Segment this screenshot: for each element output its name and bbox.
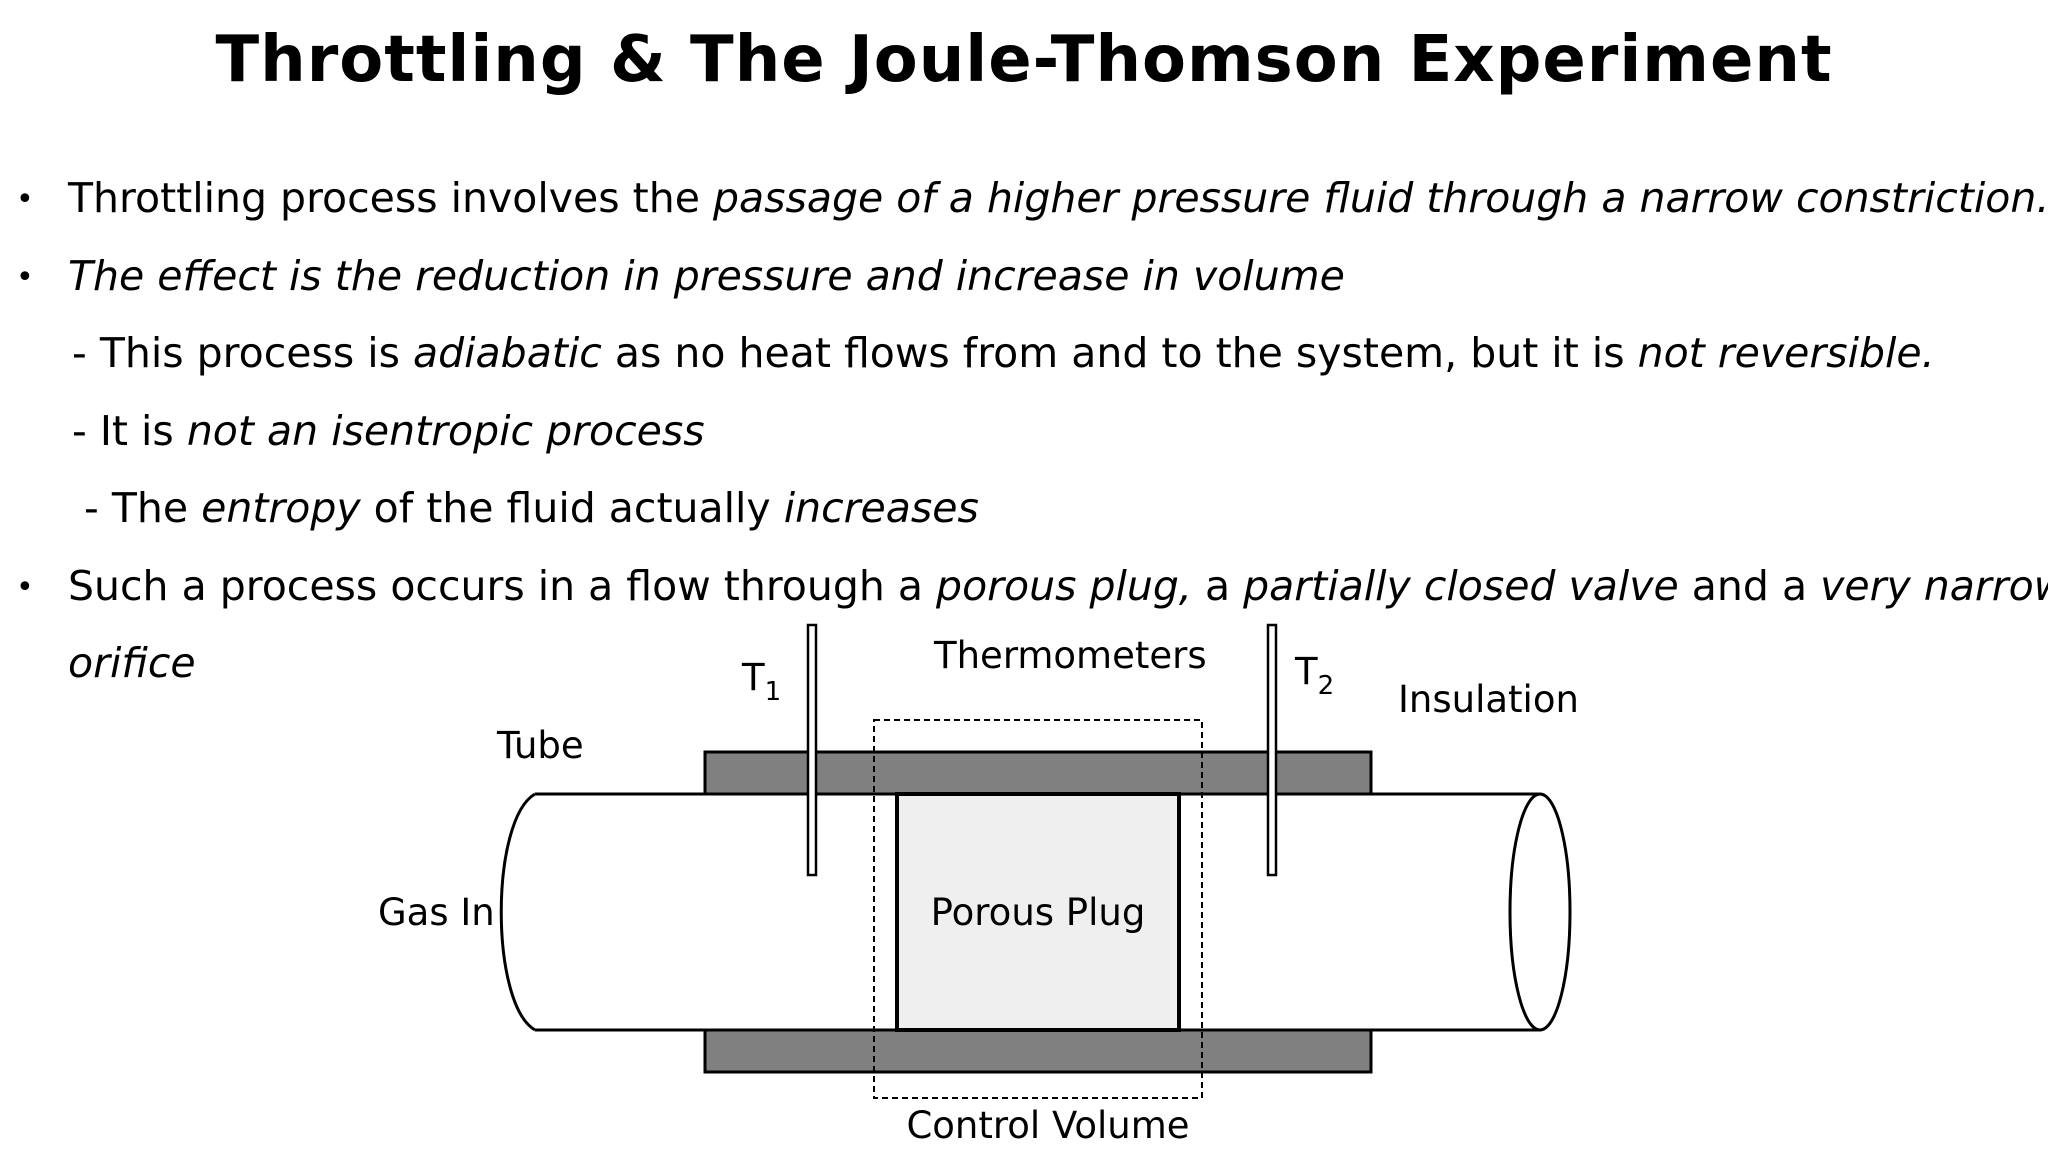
bullet-marker: •: [16, 570, 34, 605]
label-t2-main: T: [1294, 650, 1318, 693]
text-segment: and a: [1678, 562, 1821, 610]
text-segment-italic: increases: [783, 484, 979, 532]
tube-right-opening: [1508, 792, 1572, 1032]
label-tube: Tube: [496, 724, 584, 767]
label-t2: T2: [1294, 650, 1334, 701]
bullet-occurs: Such a process occurs in a flow through …: [68, 560, 2048, 612]
bullet-marker: •: [16, 182, 34, 217]
text-segment-italic: very narrow: [1820, 562, 2048, 610]
text-segment: of the fluid actually: [360, 484, 784, 532]
tube-left-end: [499, 792, 536, 1032]
insulation-bottom: [703, 1028, 1373, 1074]
thermometer-t2: [1266, 623, 1278, 877]
text-segment: Throttling process involves the: [68, 174, 713, 222]
porous-plug: [895, 792, 1181, 1032]
label-control-volume: Control Volume: [906, 1104, 1189, 1147]
sub-adiabatic: - This process is adiabatic as no heat f…: [72, 327, 1935, 379]
text-segment: - This process is: [72, 329, 414, 377]
label-t2-subscript: 2: [1318, 671, 1335, 701]
sub-isentropic: - It is not an isentropic process: [72, 405, 705, 457]
text-segment-italic: orifice: [68, 639, 196, 687]
text-segment-italic: passage of a higher pressure fluid throu…: [712, 174, 2048, 222]
bullet-occurs-continued: orifice: [68, 637, 196, 689]
text-segment: Such a process occurs in a flow through …: [68, 562, 937, 610]
thermometer-t1: [806, 623, 818, 877]
bullet-effect: The effect is the reduction in pressure …: [68, 250, 1345, 302]
text-segment-italic: partially closed valve: [1243, 562, 1679, 610]
text-segment-italic: not reversible.: [1637, 329, 1935, 377]
text-segment-italic: porous plug,: [936, 562, 1192, 610]
label-insulation: Insulation: [1398, 678, 1579, 721]
label-gas-in: Gas In: [378, 891, 495, 934]
label-thermometers: Thermometers: [933, 634, 1207, 677]
text-segment-italic: The effect is the reduction in pressure …: [68, 252, 1345, 300]
label-porous-plug: Porous Plug: [931, 891, 1146, 934]
bullet-marker: •: [16, 260, 34, 295]
text-segment: as no heat flows from and to the system,…: [601, 329, 1638, 377]
text-segment: - It is: [72, 407, 187, 455]
text-segment-italic: adiabatic: [413, 329, 602, 377]
label-t1: T1: [741, 656, 781, 707]
text-segment-italic: entropy: [201, 484, 361, 532]
label-t1-subscript: 1: [765, 677, 782, 707]
text-segment: a: [1191, 562, 1244, 610]
label-t1-main: T: [741, 656, 765, 699]
text-segment: - The: [84, 484, 202, 532]
slide-title: Throttling & The Joule-Thomson Experimen…: [215, 23, 1833, 97]
control-volume-boundary: [873, 719, 1203, 1099]
bullet-throttling: Throttling process involves the passage …: [68, 172, 2048, 224]
text-segment-italic: not an isentropic process: [186, 407, 705, 455]
sub-entropy: - The entropy of the fluid actually incr…: [84, 482, 979, 534]
